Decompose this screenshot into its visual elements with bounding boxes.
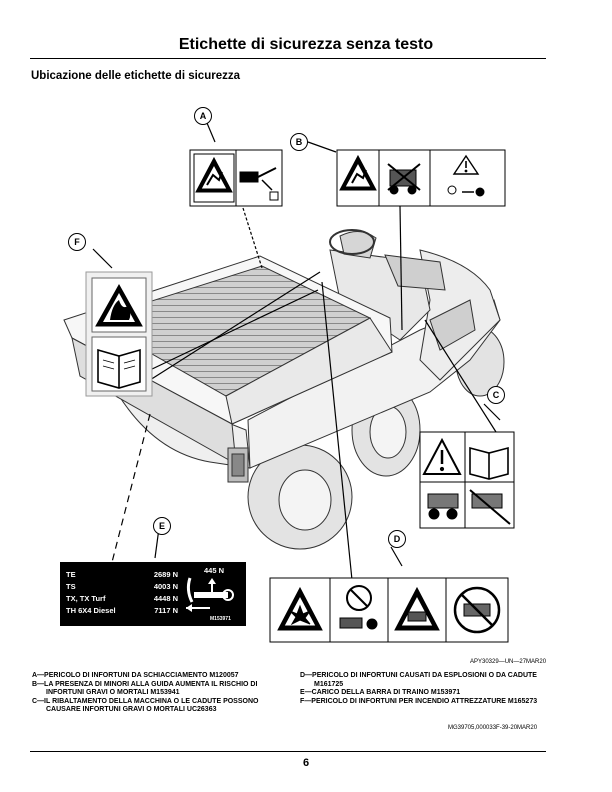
- page-number: 6: [302, 757, 310, 769]
- safety-label-e: TE 2689 N TS 4003 N TX, TX Turf 4448 N T…: [60, 562, 246, 626]
- model-name: TH 6X4 Diesel: [66, 606, 116, 615]
- drawbar-hitch-icon: [186, 577, 234, 612]
- fall-hazard-icon: [394, 586, 440, 631]
- drawbar-force: 2689 N: [153, 570, 178, 579]
- leader-lines: [92, 122, 501, 581]
- caption-list-right: D—PERICOLO DI INFORTUNI CAUSATI DA ESPLO…: [300, 672, 562, 706]
- callout-c: C: [487, 386, 505, 404]
- drawbar-row: TX, TX Turf 4448 N: [66, 594, 178, 604]
- safety-label-c: [419, 431, 515, 529]
- figure-reference: APY30329—UN—27MAR20: [470, 659, 547, 665]
- no-children-icon: [387, 163, 421, 195]
- drawbar-row: TH 6X4 Diesel 7117 N: [66, 606, 178, 616]
- key-icon: [447, 185, 485, 197]
- callout-e: E: [153, 517, 171, 535]
- warning-triangle-icon: [422, 437, 462, 475]
- crush-hazard-icon: [195, 156, 233, 193]
- no-riders-icon: [469, 489, 511, 525]
- callout-f: F: [68, 233, 86, 251]
- callout-a: A: [194, 107, 212, 125]
- footer-divider: [30, 751, 546, 752]
- page-title: Etichette di sicurezza senza testo: [178, 36, 434, 53]
- no-riders-icon: [453, 586, 501, 634]
- drawbar-row: TS 4003 N: [66, 582, 178, 592]
- section-heading: Ubicazione delle etichette di sicurezza: [31, 70, 240, 82]
- caption-d: D—PERICOLO DI INFORTUNI CAUSATI DA ESPLO…: [300, 672, 537, 688]
- rollover-icon: [427, 493, 459, 520]
- safety-label-a: [189, 149, 283, 207]
- caption-a: A—PERICOLO DI INFORTUNI DA SCHIACCIAMENT…: [32, 672, 239, 679]
- caption-c: C—IL RIBALTAMENTO DELLA MACCHINA O LE CA…: [32, 697, 259, 714]
- drawbar-row: TE 2689 N: [66, 570, 178, 580]
- explosion-icon: [277, 586, 323, 631]
- caption-b: B—LA PRESENZA DI MINORI ALLA GUIDA AUMEN…: [32, 680, 258, 697]
- drawbar-force: 4448 N: [153, 594, 178, 603]
- safety-label-d: [269, 577, 509, 643]
- document-reference: MG39705,000033F-39-20MAR20: [448, 725, 538, 731]
- model-name: TE: [66, 570, 76, 579]
- callout-d: D: [388, 530, 406, 548]
- drawbar-force: 4003 N: [153, 582, 178, 591]
- caption-e: E—CARICO DELLA BARRA DI TRAINO M153971: [300, 689, 461, 697]
- safety-label-f: [85, 271, 153, 397]
- model-name: TS: [66, 582, 76, 591]
- safety-label-b: [336, 149, 506, 207]
- warning-triangle-icon: [452, 154, 480, 175]
- callout-b: B: [290, 133, 308, 151]
- caption-f: F—PERICOLO DI INFORTUNI PER INCENDIO ATT…: [300, 697, 538, 705]
- model-name: TX, TX Turf: [66, 594, 106, 603]
- no-smoking-fuel-icon: [339, 585, 378, 630]
- title-divider: [30, 58, 546, 59]
- caption-list-left: A—PERICOLO DI INFORTUNI DA SCHIACCIAMENT…: [32, 672, 290, 715]
- drawbar-force: 7117 N: [154, 606, 178, 615]
- manual-icon: [469, 446, 509, 480]
- max-drawbar-force: 445 N: [204, 566, 225, 575]
- part-number: M153971: [210, 616, 231, 622]
- manual-icon: [97, 348, 141, 389]
- fire-icon: [95, 283, 143, 327]
- crush-hazard-icon: [339, 154, 377, 191]
- crush-mechanism-icon: [239, 167, 279, 201]
